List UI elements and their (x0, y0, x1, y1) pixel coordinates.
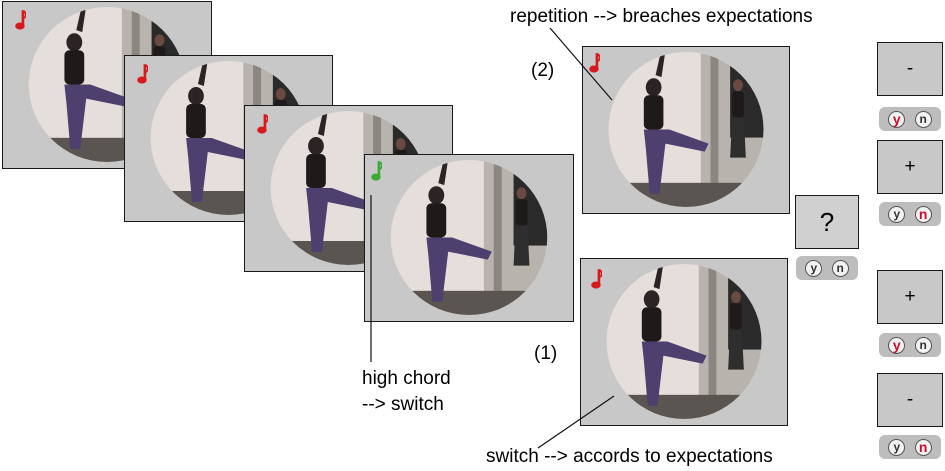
condition-1-label: (1) (534, 343, 558, 364)
response-box-2: + (877, 140, 943, 194)
key-y-highlighted: y (888, 110, 906, 128)
key-n-highlighted: n (914, 205, 932, 223)
music-note-icon (257, 114, 268, 134)
music-note-icon (591, 269, 602, 289)
music-note-icon (137, 64, 148, 84)
outcome-frame-repetition (582, 46, 790, 214)
music-note-icon (589, 53, 600, 73)
key-pair-1: y n (879, 107, 941, 131)
chord-label-line1: high chord (362, 368, 451, 389)
key-n: n (914, 110, 932, 128)
response-box-4: - (877, 373, 943, 427)
key-pair-4: y n (879, 435, 941, 459)
dancer-image (581, 259, 787, 425)
key-y-highlighted: y (888, 336, 906, 354)
music-note-icon (15, 10, 26, 30)
annotation-bottom: switch --> accords to expectations (486, 446, 773, 467)
response-box-1: - (877, 42, 943, 96)
question-box: ? (795, 195, 859, 249)
key-n-highlighted: n (914, 438, 932, 456)
key-y: y (805, 259, 823, 277)
stimulus-frame-4 (364, 154, 574, 322)
key-n: n (831, 259, 849, 277)
condition-2-label: (2) (531, 60, 555, 81)
key-pair-question: y n (796, 256, 858, 280)
key-y: y (888, 205, 906, 223)
key-pair-3: y n (879, 333, 941, 357)
annotation-top: repetition --> breaches expectations (510, 6, 813, 27)
key-pair-2: y n (879, 202, 941, 226)
chord-label-line2: --> switch (362, 394, 444, 415)
response-box-3: + (877, 270, 943, 324)
outcome-frame-switch (580, 258, 788, 426)
key-y: y (888, 438, 906, 456)
dancer-image (583, 47, 789, 213)
dancer-image (365, 155, 573, 321)
key-n: n (914, 336, 932, 354)
music-note-icon (371, 161, 382, 181)
